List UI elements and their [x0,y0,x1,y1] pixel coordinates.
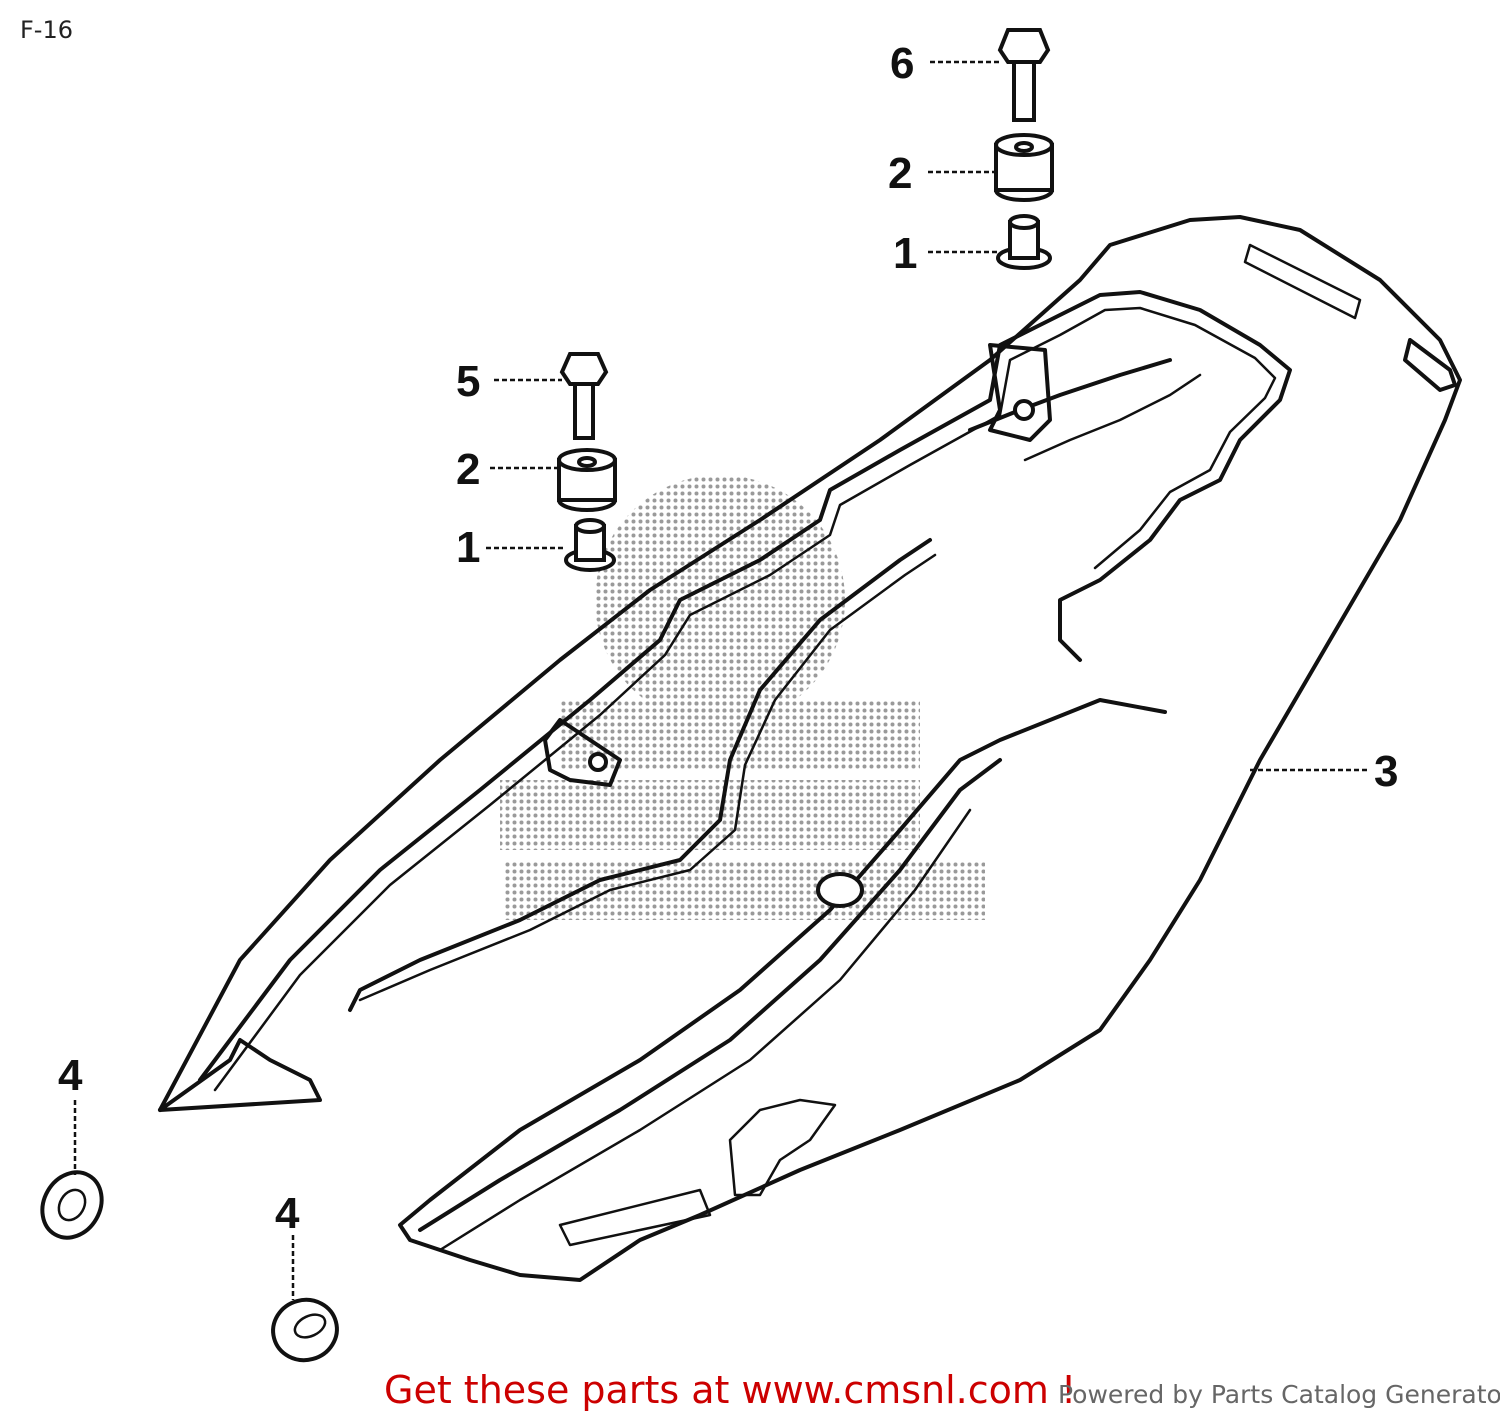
seat-cowl-part [158,215,1462,1282]
callout-labels: 6 2 1 5 2 1 3 4 4 [58,39,1398,1238]
cushion-part-2-lower [557,448,617,512]
callout-5: 5 [456,357,480,406]
callout-4-right: 4 [275,1189,300,1238]
diagram-title: F-16 [20,16,74,44]
leader-lines [73,60,1368,1300]
collar-part-1-lower [564,518,616,572]
powered-by-label: Powered by Parts Catalog Generator [1058,1380,1500,1409]
callout-6: 6 [890,39,914,88]
cushion-part-2-upper [994,133,1054,202]
bolt-part-5 [559,352,609,440]
grommet-part-4-right [271,1297,339,1363]
callout-1-upper: 1 [893,229,917,278]
callout-4-left: 4 [58,1051,83,1100]
collar-part-1-upper [996,214,1052,270]
callout-3: 3 [1374,747,1398,796]
callout-1-lower: 1 [456,523,480,572]
bolt-part-6 [997,28,1051,122]
grommet-part-4-left [40,1170,104,1240]
callout-2-lower: 2 [456,445,480,494]
callout-2-upper: 2 [888,149,912,198]
get-parts-link[interactable]: Get these parts at www.cmsnl.com ! [384,1368,1077,1412]
